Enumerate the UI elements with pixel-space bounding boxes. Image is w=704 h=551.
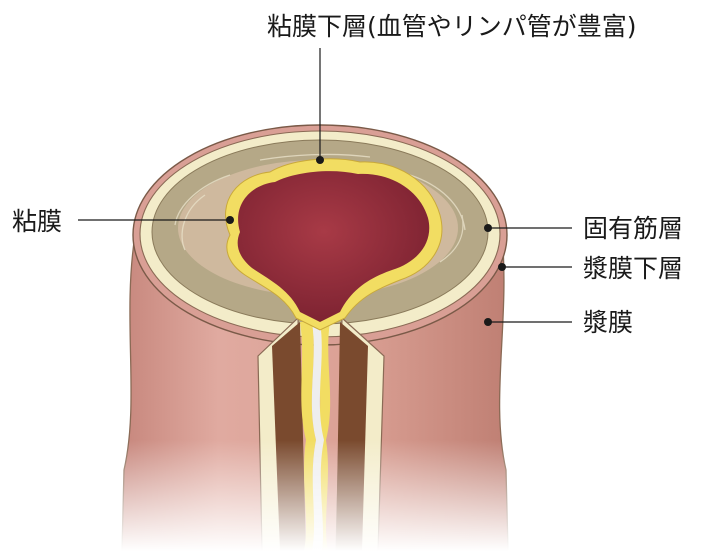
label-serosa: 漿膜: [583, 308, 633, 337]
label-mucosa: 粘膜: [12, 207, 62, 236]
dot-submucosa: [316, 156, 324, 164]
label-subserosa: 漿膜下層: [583, 254, 683, 283]
bottom-fade: [110, 440, 530, 551]
dot-subserosa: [498, 263, 506, 271]
dot-mucosa: [226, 216, 234, 224]
dot-muscularis: [484, 224, 492, 232]
label-muscularis-propria: 固有筋層: [583, 214, 683, 243]
dot-serosa: [484, 318, 492, 326]
label-submucosa: 粘膜下層(血管やリンパ管が豊富): [267, 12, 637, 41]
